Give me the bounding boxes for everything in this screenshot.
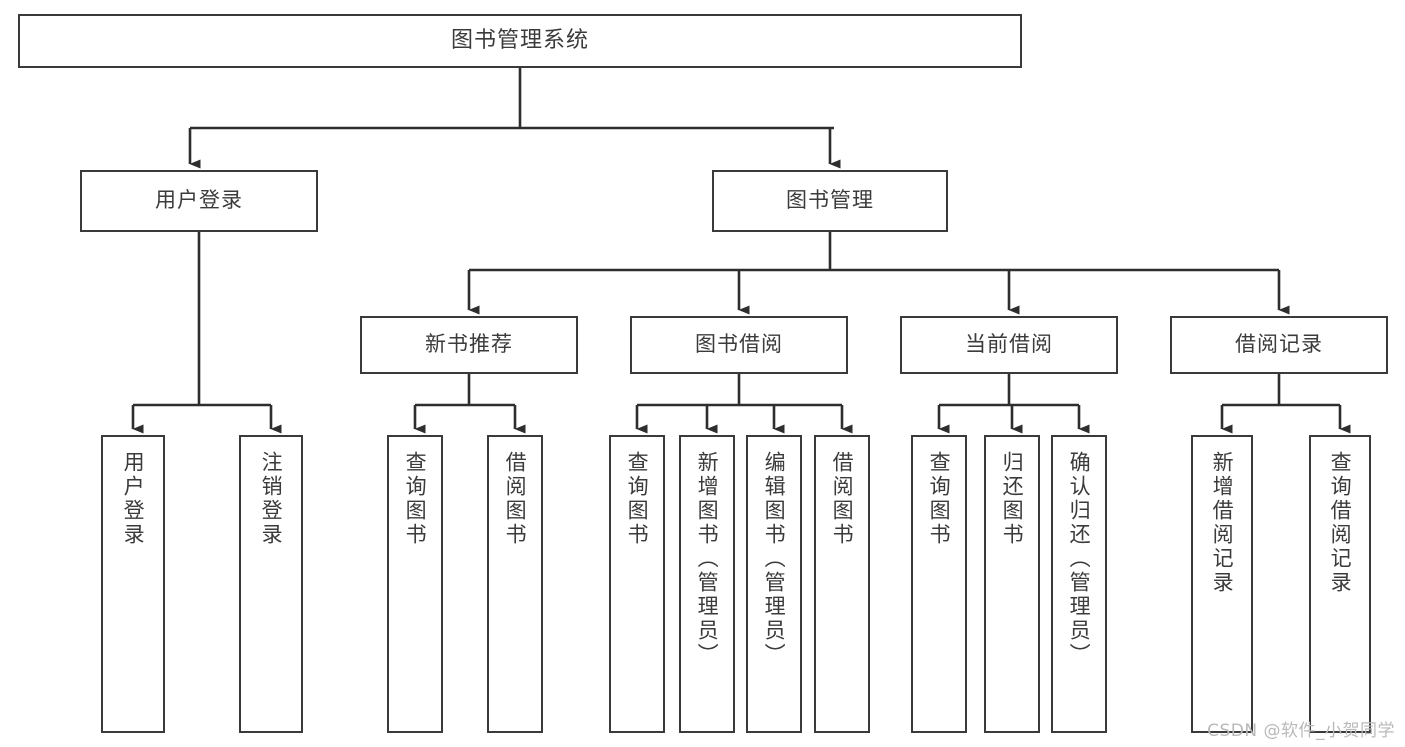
node-label-leaf-add-book: 新增图书（管理员） xyxy=(695,451,720,667)
node-label-leaf-borrow-book-1: 借阅图书 xyxy=(503,451,528,547)
node-label-leaf-query-book-2: 查询图书 xyxy=(625,451,650,547)
node-label-leaf-query-record: 查询借阅记录 xyxy=(1328,451,1353,595)
node-label-leaf-logout: 注销登录 xyxy=(259,451,284,547)
node-label-leaf-user-login: 用户登录 xyxy=(121,451,146,547)
node-leaf-query-record[interactable]: 查询借阅记录 xyxy=(1309,435,1371,733)
node-label-leaf-query-book-1: 查询图书 xyxy=(403,451,428,547)
node-leaf-confirm-return[interactable]: 确认归还（管理员） xyxy=(1051,435,1107,733)
node-leaf-edit-book[interactable]: 编辑图书（管理员） xyxy=(746,435,802,733)
node-leaf-add-book[interactable]: 新增图书（管理员） xyxy=(679,435,735,733)
node-label-book-borrow: 图书借阅 xyxy=(695,332,783,357)
node-leaf-return-book[interactable]: 归还图书 xyxy=(984,435,1040,733)
node-leaf-borrow-book-1[interactable]: 借阅图书 xyxy=(487,435,543,733)
node-leaf-add-record[interactable]: 新增借阅记录 xyxy=(1191,435,1253,733)
node-label-leaf-query-book-3: 查询图书 xyxy=(927,451,952,547)
node-label-leaf-borrow-book-2: 借阅图书 xyxy=(830,451,855,547)
node-leaf-query-book-1[interactable]: 查询图书 xyxy=(387,435,443,733)
node-borrow-record[interactable]: 借阅记录 xyxy=(1170,316,1388,374)
node-leaf-logout[interactable]: 注销登录 xyxy=(239,435,303,733)
node-label-root: 图书管理系统 xyxy=(450,27,589,53)
node-label-leaf-edit-book: 编辑图书（管理员） xyxy=(762,451,787,667)
csdn-watermark: CSDN @软件_小贺同学 xyxy=(1207,721,1395,741)
node-label-current-borrow: 当前借阅 xyxy=(965,332,1053,357)
node-label-book-manage: 图书管理 xyxy=(786,188,874,213)
node-leaf-user-login[interactable]: 用户登录 xyxy=(101,435,165,733)
node-label-leaf-confirm-return: 确认归还（管理员） xyxy=(1067,451,1092,667)
node-label-borrow-record: 借阅记录 xyxy=(1235,332,1323,357)
node-leaf-query-book-3[interactable]: 查询图书 xyxy=(911,435,967,733)
node-label-leaf-return-book: 归还图书 xyxy=(1000,451,1025,547)
node-root-system[interactable]: 图书管理系统 xyxy=(18,14,1022,68)
node-leaf-query-book-2[interactable]: 查询图书 xyxy=(609,435,665,733)
node-book-borrow[interactable]: 图书借阅 xyxy=(630,316,848,374)
node-user-login[interactable]: 用户登录 xyxy=(80,170,318,232)
node-label-leaf-add-record: 新增借阅记录 xyxy=(1210,451,1235,595)
node-label-user-login: 用户登录 xyxy=(155,188,243,213)
node-new-book-recommend[interactable]: 新书推荐 xyxy=(360,316,578,374)
node-label-new-book-recommend: 新书推荐 xyxy=(425,332,513,357)
node-book-manage[interactable]: 图书管理 xyxy=(712,170,948,232)
node-current-borrow[interactable]: 当前借阅 xyxy=(900,316,1118,374)
node-leaf-borrow-book-2[interactable]: 借阅图书 xyxy=(814,435,870,733)
